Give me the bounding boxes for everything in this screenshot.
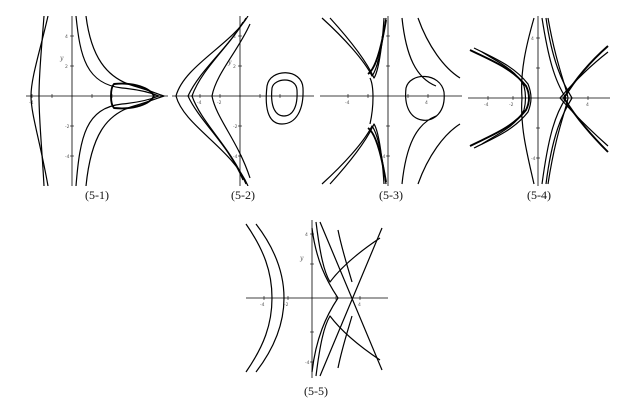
panel-caption: (5-5) (304, 384, 328, 398)
x-tick-label: -4 (260, 302, 265, 308)
panel-5-3: -4 4 4 -4 y (5-3) (320, 16, 462, 216)
x-tick-label: -2 (217, 100, 222, 106)
y-tick-label: -2 (233, 124, 238, 130)
panel-caption: (5-1) (85, 188, 109, 202)
tick-marks (31, 35, 113, 157)
trajectories (321, 17, 461, 185)
phase-portrait-5-1: -4 4 2 -2 -4 y (26, 16, 168, 186)
panel-5-4: -4 -2 4 4 -4 (5-4) (468, 16, 610, 216)
x-tick-label: -4 (484, 102, 489, 108)
y-tick-label: -4 (305, 360, 310, 366)
y-tick-label: -4 (233, 154, 238, 160)
panel-caption: (5-2) (231, 188, 255, 202)
trajectories (245, 221, 383, 377)
y-axis-label: y (59, 55, 64, 62)
trajectories (175, 16, 304, 186)
trajectories (469, 17, 609, 185)
phase-portrait-5-2: -4 -2 4 2 -2 -4 y (172, 16, 314, 186)
panel-5-2: -4 -2 4 2 -2 -4 y (5-2) (172, 16, 314, 216)
panel-caption: (5-3) (379, 188, 403, 202)
panel-5-1: -4 4 2 -2 -4 y (5-1) (26, 16, 168, 216)
trajectories (30, 16, 165, 186)
phase-portrait-5-3: -4 4 4 -4 y (320, 16, 462, 186)
panel-caption: (5-4) (527, 188, 551, 202)
y-tick-label: -4 (531, 156, 536, 162)
y-tick-label: -4 (65, 154, 70, 160)
x-tick-label: -2 (284, 302, 289, 308)
panel-5-5: -4 -2 4 4 -4 y (5-5) (242, 220, 390, 410)
y-axis-label: y (299, 255, 304, 262)
tick-marks (347, 35, 429, 157)
tick-marks (487, 37, 589, 159)
y-tick-label: 4 (305, 232, 308, 238)
phase-portrait-5-5: -4 -2 4 4 -4 y (245, 220, 388, 378)
x-tick-label: 4 (358, 302, 361, 308)
x-tick-label: -2 (509, 102, 514, 108)
x-tick-label: -4 (197, 100, 202, 106)
y-tick-label: 4 (531, 36, 534, 42)
y-axis-label: y (227, 59, 232, 66)
phase-portrait-5-4: -4 -2 4 4 -4 (468, 16, 610, 186)
y-tick-label: 4 (65, 34, 68, 40)
y-tick-label: -4 (381, 154, 386, 160)
y-tick-label: 4 (233, 34, 236, 40)
x-tick-label: 4 (586, 102, 589, 108)
tick-marks (263, 233, 361, 363)
y-tick-label: 2 (65, 64, 68, 70)
y-tick-label: 2 (233, 64, 236, 70)
x-tick-label: -4 (345, 100, 350, 106)
x-tick-label: 4 (425, 100, 428, 106)
y-tick-label: -2 (65, 124, 70, 130)
